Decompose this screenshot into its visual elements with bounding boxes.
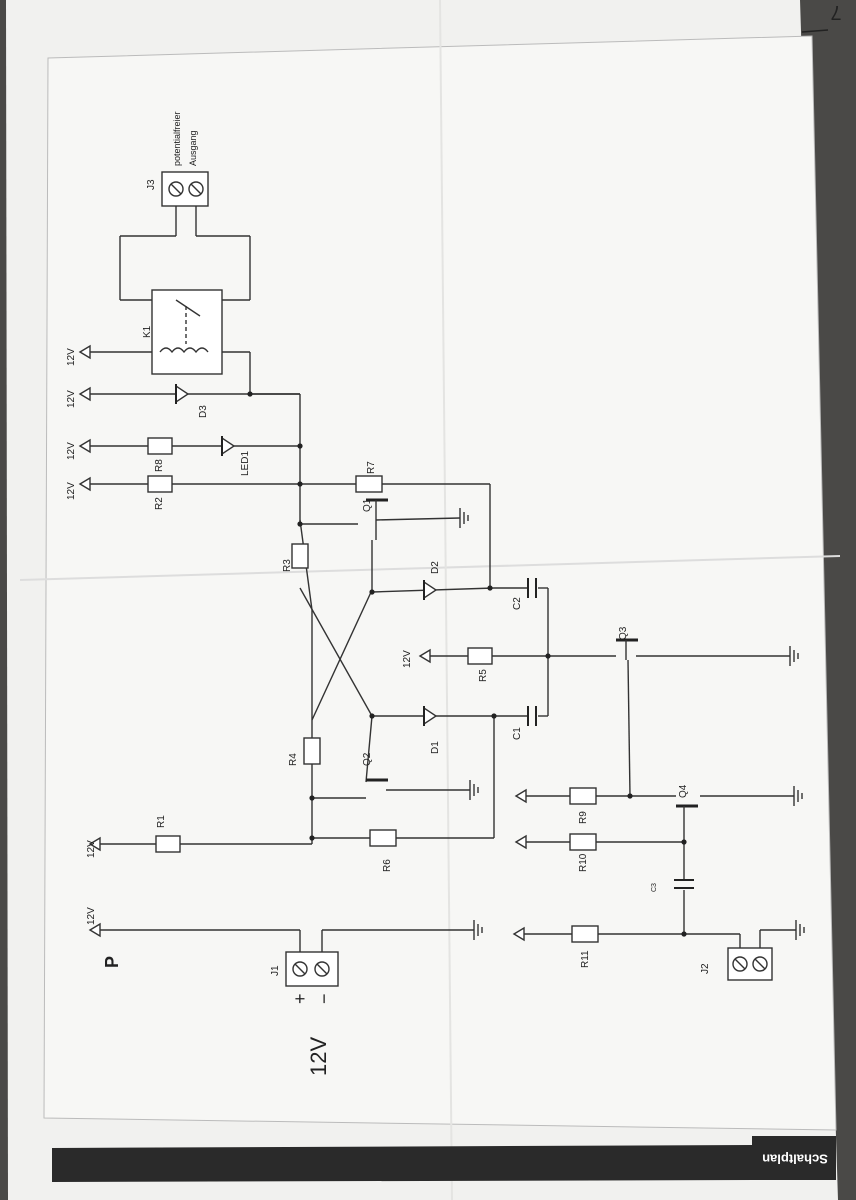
label-r9: R9: [578, 811, 589, 824]
brand-logo: P: [102, 956, 122, 968]
label-r8: R8: [154, 459, 165, 472]
terminal-j1: [285, 951, 339, 987]
resistor-r7: [355, 475, 383, 493]
header-title: Schaltplan: [762, 1152, 828, 1167]
page-number: 7: [830, 1, 841, 23]
schematic-frame: [43, 35, 837, 1131]
diode-d2: [423, 580, 438, 600]
label-q4: Q4: [678, 784, 689, 798]
header-tab: [752, 1136, 836, 1180]
svg-text:12V: 12V: [66, 482, 77, 500]
supply-symbols: 12V 12V 12V 12V 12V 12V 12V: [66, 344, 527, 942]
label-r11: R11: [580, 950, 591, 968]
svg-text:12V: 12V: [86, 840, 97, 858]
svg-text:12V: 12V: [66, 348, 77, 366]
paper-fold: [19, 555, 841, 581]
label-r4: R4: [288, 753, 299, 766]
resistor-r5: [467, 647, 493, 665]
label-c3: C3: [651, 883, 658, 892]
diode-d1: [423, 706, 438, 726]
label-d1: D1: [430, 741, 441, 754]
wiring: [90, 206, 796, 952]
resistor-r1: [155, 835, 181, 853]
resistor-r2: [147, 475, 173, 493]
junction-dots: [247, 391, 687, 937]
plus-label: +: [290, 993, 310, 1004]
label-k1: K1: [142, 325, 153, 338]
minus-label: −: [314, 993, 334, 1004]
resistor-r9: [569, 787, 597, 805]
svg-text:12V: 12V: [402, 650, 413, 668]
svg-text:12V: 12V: [86, 907, 97, 925]
header-bar: [52, 1145, 754, 1182]
label-r1: R1: [156, 815, 167, 828]
capacitor-c1: [527, 706, 537, 726]
output-label-line2: Ausgang: [188, 130, 198, 166]
label-c1: C1: [512, 727, 523, 740]
label-q3: Q3: [618, 626, 629, 640]
output-label-line1: potentialfreier: [172, 111, 182, 166]
capacitor-c3: [674, 879, 694, 889]
transistor-q4: [676, 804, 698, 842]
label-r2: R2: [154, 497, 165, 510]
page-rule: [801, 29, 829, 33]
label-j2: J2: [700, 963, 711, 974]
power-voltage-label: 12V: [306, 1037, 331, 1076]
resistor-r4: [303, 737, 321, 765]
label-r6: R6: [382, 859, 393, 872]
label-r10: R10: [578, 853, 589, 872]
transistor-q1: [366, 498, 388, 540]
label-j3: J3: [146, 179, 157, 190]
label-led1: LED1: [240, 451, 251, 476]
diode-d3: [175, 384, 190, 404]
terminal-j2: [727, 947, 773, 981]
ground-symbols: [459, 508, 805, 940]
resistor-r11: [571, 925, 599, 943]
resistor-r10: [569, 833, 597, 851]
label-r3: R3: [282, 559, 293, 572]
svg-text:12V: 12V: [66, 442, 77, 460]
resistor-r3: [291, 543, 309, 569]
label-d3: D3: [198, 405, 209, 418]
led-led1: [221, 436, 236, 456]
svg-text:12V: 12V: [66, 390, 77, 408]
capacitor-c2: [527, 578, 537, 598]
terminal-j3: [161, 171, 209, 207]
transistor-q3: [616, 638, 638, 660]
label-q1: Q1: [362, 498, 373, 512]
label-r5: R5: [478, 669, 489, 682]
resistor-r6: [369, 829, 397, 847]
relay-k1: [151, 289, 223, 375]
paper-fold: [439, 0, 453, 1200]
label-j1: J1: [270, 965, 281, 976]
label-r7: R7: [366, 461, 377, 474]
label-d2: D2: [430, 561, 441, 574]
label-q2: Q2: [362, 752, 373, 766]
resistor-r8: [147, 437, 173, 455]
label-c2: C2: [512, 597, 523, 610]
